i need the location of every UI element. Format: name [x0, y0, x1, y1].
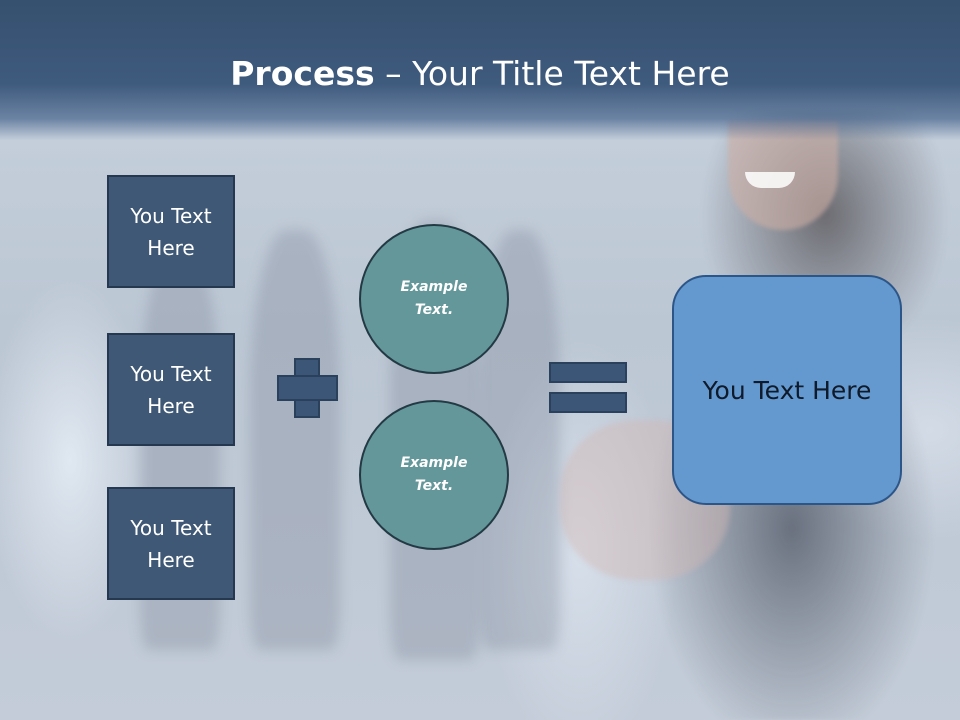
circle-1: Example Text. [359, 224, 509, 374]
circle-2: Example Text. [359, 400, 509, 550]
title-bold: Process [230, 54, 375, 93]
background-figure [250, 230, 340, 650]
result-box: You Text Here [672, 275, 902, 505]
input-box-3: You Text Here [107, 487, 235, 600]
title-rest: – Your Title Text Here [374, 54, 730, 93]
input-box-2: You Text Here [107, 333, 235, 446]
header-band [0, 0, 960, 140]
person-smile [745, 172, 795, 188]
slide-title: Process – Your Title Text Here [0, 50, 960, 98]
input-box-1: You Text Here [107, 175, 235, 288]
